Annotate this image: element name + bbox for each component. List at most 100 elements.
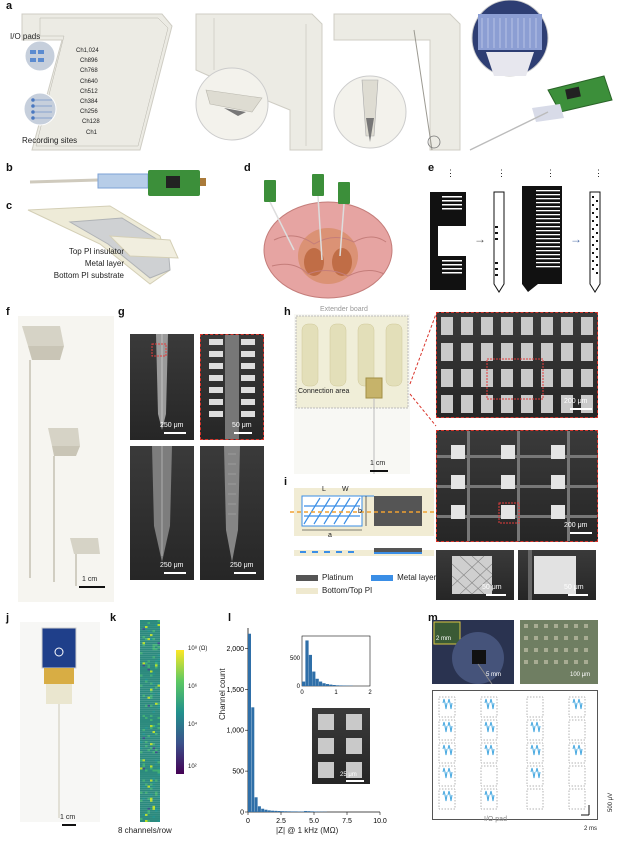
heatmap-cell — [140, 706, 143, 709]
heatmap-cell — [147, 710, 150, 713]
heatmap-cell — [142, 771, 145, 774]
heatmap-cell — [152, 725, 155, 728]
heatmap-cell — [155, 795, 158, 798]
heatmap-cell — [140, 745, 143, 748]
heatmap-cell — [142, 741, 145, 744]
heatmap-cell — [145, 630, 148, 633]
heatmap-cell — [150, 723, 153, 726]
heatmap-cell — [155, 718, 158, 721]
panel-label-c: c — [6, 200, 13, 212]
heatmap-cell — [155, 737, 158, 740]
heatmap-cell — [152, 708, 155, 711]
heatmap-cell — [147, 793, 150, 796]
panel-label-k: k — [110, 612, 117, 624]
heatmap-cell — [145, 682, 148, 685]
heatmap-cell — [145, 759, 148, 762]
legend-swatch — [371, 574, 394, 581]
heatmap-cell — [140, 674, 143, 677]
heatmap-cell — [147, 733, 150, 736]
dim-label-b: b — [358, 508, 362, 515]
x-tick-label: 7.5 — [342, 818, 352, 825]
heatmap-cell — [142, 807, 145, 810]
heatmap-cell — [142, 765, 145, 768]
spike-waveform — [447, 721, 453, 733]
heatmap-cell — [142, 700, 145, 703]
pad-box — [480, 719, 498, 741]
heatmap-cell — [157, 674, 160, 677]
spike-waveform — [577, 698, 583, 710]
heatmap-cell — [147, 723, 150, 726]
heatmap-cell — [155, 654, 158, 657]
heatmap-cell — [145, 811, 148, 814]
sem-zoom-sites — [200, 334, 264, 440]
sem-probe-tip-1 — [130, 334, 194, 440]
heatmap-cell — [150, 660, 153, 663]
heatmap-cell — [140, 727, 143, 730]
heatmap-cell — [142, 779, 145, 782]
heatmap-cell — [152, 620, 155, 623]
heatmap-cell — [145, 696, 148, 699]
heatmap-cell — [142, 698, 145, 701]
heatmap-cell — [157, 801, 160, 804]
heatmap-cell — [147, 807, 150, 810]
heatmap-cell — [142, 678, 145, 681]
panel-label-b: b — [6, 162, 13, 174]
heatmap-cell — [155, 694, 158, 697]
heatmap-cell — [140, 648, 143, 651]
heatmap-cell — [155, 624, 158, 627]
heatmap-cell — [155, 807, 158, 810]
histogram-bar — [251, 707, 255, 812]
heatmap-cell — [150, 696, 153, 699]
histogram-bar — [277, 811, 281, 812]
heatmap-cell — [145, 729, 148, 732]
heatmap-cell — [157, 805, 160, 808]
heatmap-cell — [142, 646, 145, 649]
heatmap-cell — [157, 708, 160, 711]
heatmap-cell — [140, 654, 143, 657]
heatmap-cell — [147, 781, 150, 784]
heatmap-cell — [142, 704, 145, 707]
legend-item-platinum: Platinum — [296, 572, 353, 583]
heatmap-cell — [145, 817, 148, 820]
heatmap-cell — [157, 813, 160, 816]
scale-label: 2 mm — [436, 636, 451, 642]
top-pi-label: Top PI insulator — [68, 247, 124, 256]
panel-label-g: g — [118, 306, 125, 318]
heatmap-cell — [152, 664, 155, 667]
heatmap-cell — [152, 749, 155, 752]
bottom-pi-label: Bottom PI substrate — [53, 271, 124, 280]
heatmap-cell — [152, 652, 155, 655]
heatmap-cell — [150, 771, 153, 774]
io-pads-label: I/O pads — [10, 32, 41, 41]
heatmap-cell — [152, 745, 155, 748]
inset-x-tick-label: 1 — [334, 690, 338, 696]
heatmap-cell — [152, 626, 155, 629]
heatmap-cell — [155, 638, 158, 641]
channel-label: Ch256 — [80, 109, 98, 116]
heatmap-cell — [147, 628, 150, 631]
heatmap-cell — [157, 785, 160, 788]
heatmap-cell — [142, 682, 145, 685]
scale-label: 100 μm — [570, 672, 591, 678]
heatmap-cell — [140, 672, 143, 675]
heatmap-cell — [145, 747, 148, 750]
heatmap-cell — [142, 668, 145, 671]
heatmap-cell — [155, 809, 158, 812]
inset-sem-pads — [312, 708, 370, 784]
heatmap-cell — [140, 805, 143, 808]
heatmap-cell — [145, 735, 148, 738]
heatmap-cell — [147, 761, 150, 764]
heatmap-cell — [155, 704, 158, 707]
y-tick-label: 0 — [240, 810, 244, 817]
heatmap-cell — [147, 753, 150, 756]
heatmap-cell — [152, 729, 155, 732]
heatmap-cell — [152, 755, 155, 758]
heatmap-cell — [145, 775, 148, 778]
heatmap-cell — [140, 735, 143, 738]
heatmap-cell — [155, 757, 158, 760]
heatmap-cell — [147, 648, 150, 651]
heatmap-cell — [155, 698, 158, 701]
heatmap-cell — [150, 793, 153, 796]
channel-label: Ch1,024 — [76, 48, 99, 54]
heatmap-cell — [152, 731, 155, 734]
